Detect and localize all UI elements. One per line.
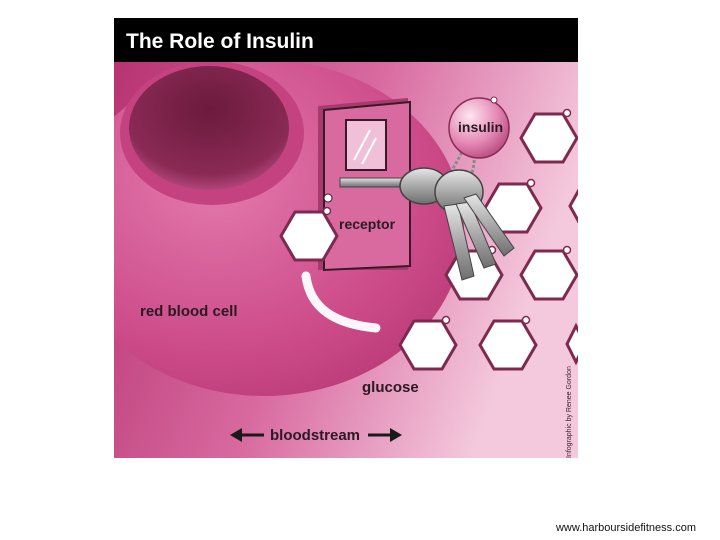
glucose-hexagon [478, 315, 538, 371]
arrow-head-right [390, 428, 402, 442]
glucose-entry-path [301, 271, 381, 333]
insulin-infographic: The Role of Insulin insulin receptor red… [114, 18, 578, 458]
insulin-sphere [448, 97, 510, 159]
insulin-label: insulin [458, 119, 503, 135]
receptor-label: receptor [339, 216, 396, 232]
key-blade [455, 201, 497, 269]
window-glint [361, 137, 377, 165]
arrow-head-left [230, 428, 242, 442]
glucose-hexagon [398, 315, 458, 371]
glucose-hexagon [565, 322, 578, 366]
infographic-canvas: The Role of Insulin insulin receptor red… [114, 18, 578, 458]
key-blade [463, 193, 515, 257]
red-blood-cell-hollow [129, 66, 289, 190]
infographic-title: The Role of Insulin [126, 30, 314, 53]
door-knob [323, 193, 333, 203]
source-url: www.harboursidefitness.com [555, 522, 696, 534]
glucose-hexagon [519, 245, 578, 301]
glucose-hexagon [279, 206, 339, 262]
red-blood-cell-label: red blood cell [140, 303, 238, 320]
glucose-label: glucose [362, 379, 419, 396]
key-blade [443, 203, 475, 281]
glucose-hexagon [568, 188, 578, 224]
glucose-hexagon [519, 108, 578, 164]
bloodstream-label: bloodstream [270, 427, 360, 444]
infographic-credit: Infographic by Renee Gordon [566, 366, 573, 458]
insulin-molecule [448, 96, 510, 159]
window-glint [353, 129, 371, 161]
bloodstream-arrow: bloodstream [230, 427, 402, 444]
title-bar [114, 18, 578, 62]
door-window [345, 119, 387, 171]
insulin-keys [339, 147, 515, 281]
